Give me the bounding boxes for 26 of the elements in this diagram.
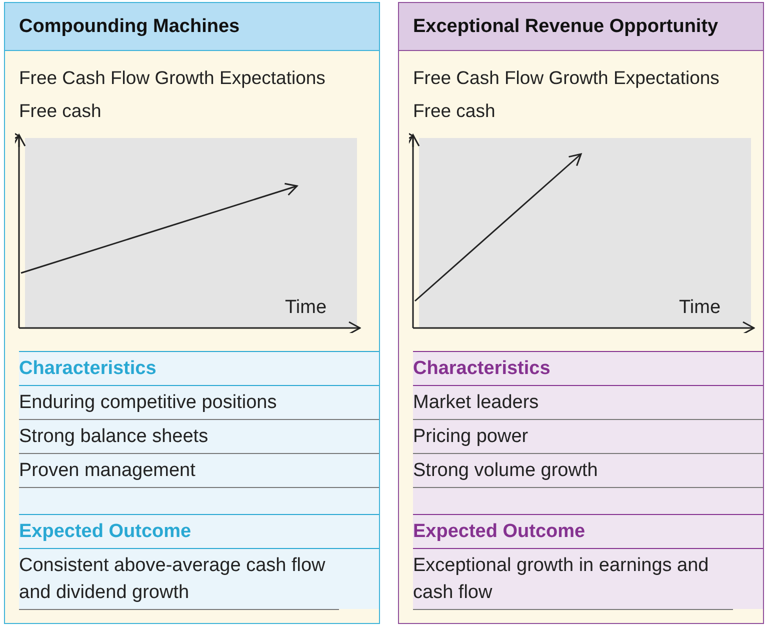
list-item: Proven management: [19, 454, 379, 488]
chart-title: Free Cash Flow Growth Expectations: [413, 67, 720, 89]
list-item: Strong balance sheets: [19, 420, 379, 454]
axis-label: Free cash: [413, 100, 496, 122]
outcome-text: Consistent above-average cash flow and dividend growth: [19, 549, 339, 610]
outcome-text: Exceptional growth in earnings and cash flow: [413, 549, 733, 610]
chart-title: Free Cash Flow Growth Expectations: [19, 67, 326, 89]
axis-label: Time: [679, 297, 721, 319]
section-heading: Characteristics: [413, 352, 763, 386]
outcome-section: [413, 514, 763, 609]
list-item: Pricing power: [413, 420, 763, 454]
axis-label: Free cash: [19, 100, 102, 122]
list-item: Enduring competitive positions: [19, 386, 379, 420]
characteristics-section: [413, 351, 763, 514]
characteristics-section: [19, 351, 379, 514]
section-heading: Expected Outcome: [19, 515, 379, 549]
axis-label: Time: [285, 297, 327, 319]
section-heading: Characteristics: [19, 352, 379, 386]
list-item: Strong volume growth: [413, 454, 763, 488]
outcome-section: [19, 514, 379, 609]
section-heading: Expected Outcome: [413, 515, 763, 549]
comparison-panel: [398, 2, 764, 624]
comparison-panel: [4, 2, 380, 624]
panel-header: Compounding Machines: [5, 3, 379, 51]
panel-header: Exceptional Revenue Opportunity: [399, 3, 763, 51]
list-item: Market leaders: [413, 386, 763, 420]
